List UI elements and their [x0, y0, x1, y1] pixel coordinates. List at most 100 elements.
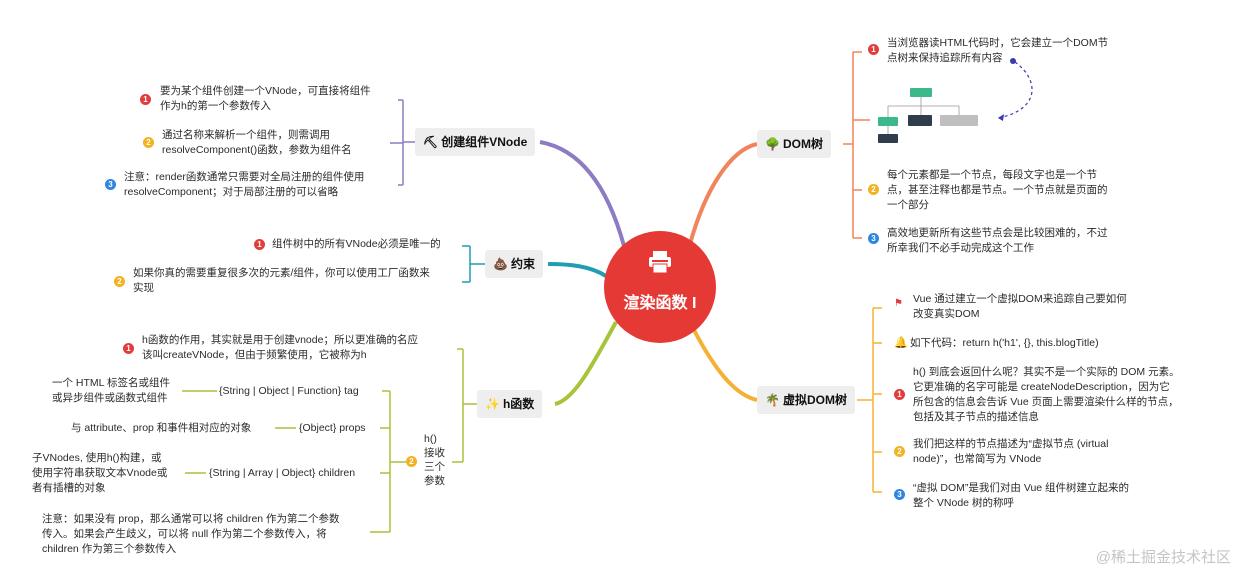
param-tag-label: {String | Object | Function} tag: [219, 385, 359, 397]
text-line: 注意：如果没有 prop，那么通常可以将 children 作为第二个参数: [42, 513, 340, 525]
dom-item-2: 每个元素都是一个节点，每段文字也是一个节 点，甚至注释也都是节点。一个节点就是页…: [887, 168, 1108, 213]
number-badge-2: 2: [406, 456, 417, 467]
text-line: 点树来保持追踪所有内容: [887, 52, 1003, 64]
text-line: 所包含的信息会告诉 Vue 页面上需要渲染什么样的节点，: [913, 396, 1179, 408]
text-line: 一个部分: [887, 199, 929, 211]
central-topic-title: 渲染函数 I: [623, 295, 697, 312]
vdom-item-1: h() 到底会返回什么呢？其实不是一个实际的 DOM 元素。 它更准确的名字可能…: [913, 365, 1180, 425]
topic-create-vnode-label: 创建组件VNode: [441, 135, 528, 149]
vdom-item-code: 如下代码：return h('h1', {}, this.blogTitle): [910, 336, 1099, 351]
topic-constraint-label: 约束: [510, 257, 535, 271]
number-badge-3: 3: [105, 179, 116, 190]
text-line: 通过名称来解析一个组件，则需调用: [162, 129, 330, 141]
param-props-desc: 与 attribute、prop 和事件相对应的对象: [71, 421, 251, 436]
text-line: 要为某个组件创建一个VNode，可直接将组件: [160, 85, 371, 97]
text-line: 使用字符串获取文本Vnode或: [32, 467, 168, 479]
vdom-item-3: “虚拟 DOM”是我们对由 Vue 组件树建立起来的 整个 VNode 树的称呼: [913, 481, 1129, 511]
text-line: 传入。如果会产生歧义，可以将 null 作为第二个参数传入，将: [42, 528, 327, 540]
topic-create-vnode[interactable]: ⛏创建组件VNode: [415, 128, 536, 156]
param-tag-desc: 一个 HTML 标签名或组件 或异步组件或函数式组件: [52, 376, 170, 406]
text-line: 注意：render函数通常只需要对全局注册的组件使用: [124, 171, 365, 183]
text-line: children 作为第三个参数传入: [42, 543, 177, 555]
text-line: 与 attribute、prop 和事件相对应的对象: [71, 422, 252, 434]
create-item-2: 通过名称来解析一个组件，则需调用 resolveComponent()函数，参数…: [162, 128, 352, 158]
topic-h-function-label: h函数: [502, 397, 535, 411]
create-item-3: 注意：render函数通常只需要对全局注册的组件使用 resolveCompon…: [124, 170, 364, 200]
number-badge-1: 1: [868, 44, 879, 55]
text-line: 包括及其子节点的描述信息: [913, 411, 1039, 423]
number-badge-2: 2: [894, 446, 905, 457]
param-children-desc: 子VNodes, 使用h()构建，或 使用字符串获取文本Vnode或 者有插槽的…: [32, 451, 167, 496]
text-line: resolveComponent；对于局部注册的可以省略: [124, 186, 339, 198]
constraint-item-1: 组件树中的所有VNode必须是唯一的: [272, 237, 441, 252]
text-line: 组件树中的所有VNode必须是唯一的: [272, 238, 441, 250]
number-badge-3: 3: [868, 233, 879, 244]
number-badge-2: 2: [114, 276, 125, 287]
param-props-label: {Object} props: [299, 422, 366, 434]
text-line: node)”，也常简写为 VNode: [913, 453, 1042, 465]
text-line: 三个: [424, 461, 445, 473]
create-item-1: 要为某个组件创建一个VNode，可直接将组件 作为h的第一个参数传入: [160, 84, 371, 114]
param-children-label: {String | Array | Object} children: [209, 467, 356, 479]
text-line: 当浏览器读HTML代码时，它会建立一个DOM节: [887, 37, 1109, 49]
text-line: h函数的作用，其实就是用于创建vnode；所以更准确的名应: [142, 334, 418, 346]
poop-icon: 💩: [493, 257, 508, 271]
number-badge-2: 2: [143, 137, 154, 148]
text-line: 我们把这样的节点描述为“虚拟节点 (virtual: [913, 438, 1109, 450]
palm-tree-icon: 🌴: [765, 393, 780, 407]
dom-tree-edges: [887, 97, 960, 134]
dom-item-3: 高效地更新所有这些节点会是比较困难的，不过 所幸我们不必手动完成这个工作: [887, 226, 1108, 256]
text-line: 实现: [133, 282, 154, 294]
vdom-item-2: 我们把这样的节点描述为“虚拟节点 (virtual node)”，也常简写为 V…: [913, 437, 1108, 467]
topic-dom-tree-label: DOM树: [782, 137, 823, 151]
number-badge-2: 2: [868, 184, 879, 195]
text-line: 参数: [424, 475, 445, 487]
number-badge-1: 1: [123, 343, 134, 354]
topic-h-function[interactable]: ✨h函数: [477, 390, 543, 418]
text-line: 接收: [424, 447, 445, 459]
text-line: resolveComponent()函数，参数为组件名: [162, 144, 352, 156]
tree-icon: 🌳: [765, 137, 780, 151]
printer-icon: [649, 251, 671, 274]
watermark: @稀土掘金技术社区: [1095, 549, 1231, 566]
topic-virtual-dom-tree-label: 虚拟DOM树: [782, 393, 847, 407]
number-badge-1: 1: [894, 389, 905, 400]
text-line: 一个 HTML 标签名或组件: [52, 377, 171, 389]
bell-icon: 🔔: [894, 337, 908, 349]
text-line: 如下代码：return h('h1', {}, this.blogTitle): [910, 337, 1099, 349]
text-line: Vue 通过建立一个虚拟DOM来追踪自己要如何: [913, 293, 1127, 305]
text-line: 者有插槽的对象: [32, 482, 106, 494]
dom-tree-image: [870, 86, 985, 150]
vdom-item-flag: Vue 通过建立一个虚拟DOM来追踪自己要如何 改变真实DOM: [913, 292, 1127, 322]
constraint-item-2: 如果你真的需要重复很多次的元素/组件，你可以使用工厂函数来 实现: [133, 266, 430, 296]
text-line: 作为h的第一个参数传入: [160, 100, 271, 112]
topic-constraint[interactable]: 💩约束: [485, 250, 543, 278]
hfunc-note: 注意：如果没有 prop，那么通常可以将 children 作为第二个参数 传入…: [42, 512, 340, 557]
text-line: 点，甚至注释也都是节点。一个节点就是页面的: [887, 184, 1108, 196]
flag-icon: ⚑: [894, 298, 903, 309]
text-line: 它更准确的名字可能是 createNodeDescription，因为它: [913, 381, 1170, 393]
text-line: h() 到底会返回什么呢？其实不是一个实际的 DOM 元素。: [913, 366, 1180, 378]
text-line: 如果你真的需要重复很多次的元素/组件，你可以使用工厂函数来: [133, 267, 430, 279]
text-line: h(): [424, 433, 437, 445]
number-badge-1: 1: [254, 239, 265, 250]
central-topic[interactable]: 渲染函数 I: [604, 231, 716, 343]
topic-dom-tree[interactable]: 🌳DOM树: [757, 130, 831, 158]
hfunc-item-1: h函数的作用，其实就是用于创建vnode；所以更准确的名应 该叫createVN…: [142, 333, 418, 363]
text-line: 高效地更新所有这些节点会是比较困难的，不过: [887, 227, 1108, 239]
text-line: “虚拟 DOM”是我们对由 Vue 组件树建立起来的: [913, 482, 1130, 494]
number-badge-1: 1: [140, 94, 151, 105]
text-line: 所幸我们不必手动完成这个工作: [887, 242, 1034, 254]
text-line: 整个 VNode 树的称呼: [913, 497, 1014, 509]
number-badge-3: 3: [894, 489, 905, 500]
text-line: 或异步组件或函数式组件: [52, 392, 168, 404]
hfunc-item-2-label: h() 接收 三个 参数: [424, 432, 445, 488]
sparkles-icon: ✨: [485, 397, 500, 411]
dom-item-1: 当浏览器读HTML代码时，它会建立一个DOM节 点树来保持追踪所有内容: [887, 36, 1108, 66]
text-line: 每个元素都是一个节点，每段文字也是一个节: [887, 169, 1097, 181]
pickaxe-icon: ⛏: [423, 135, 439, 149]
text-line: 改变真实DOM: [913, 308, 980, 320]
topic-virtual-dom-tree[interactable]: 🌴虚拟DOM树: [757, 386, 855, 414]
